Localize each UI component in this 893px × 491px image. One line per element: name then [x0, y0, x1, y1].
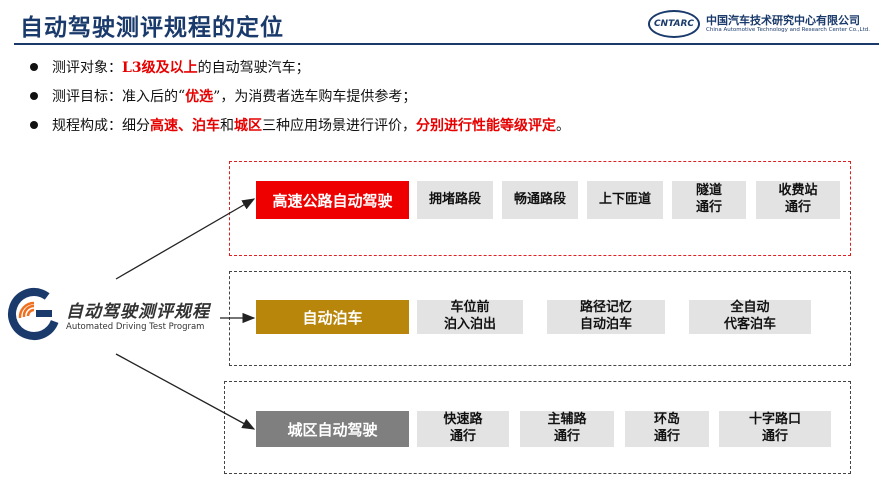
- item-highway-1: 畅通路段: [502, 181, 578, 219]
- item-highway-3: 隧道通行: [672, 181, 746, 219]
- category-urban: 城区自动驾驶: [256, 411, 409, 447]
- bullet-dot-icon: [30, 91, 38, 100]
- g-logo-icon: [8, 288, 60, 340]
- bullet-item: 测评对象：L3级及以上的自动驾驶汽车；: [30, 52, 570, 81]
- category-highway: 高速公路自动驾驶: [256, 181, 409, 219]
- bullet-list: 测评对象：L3级及以上的自动驾驶汽车； 测评目标：准入后的“优选”，为消费者选车…: [30, 52, 570, 139]
- item-urban-0: 快速路通行: [417, 411, 509, 447]
- bullet-item: 测评目标：准入后的“优选”，为消费者选车购车提供参考；: [30, 81, 570, 110]
- logo-name-en: China Automotive Technology and Research…: [706, 27, 870, 34]
- item-highway-4: 收费站通行: [756, 181, 840, 219]
- program-brand: 自动驾驶测评规程 Automated Driving Test Program: [6, 286, 210, 342]
- item-highway-2: 上下匝道: [587, 181, 663, 219]
- bullet-dot-icon: [30, 120, 38, 129]
- item-parking-1: 路径记忆自动泊车: [547, 300, 665, 334]
- category-parking: 自动泊车: [256, 300, 409, 334]
- item-urban-3: 十字路口通行: [719, 411, 831, 447]
- item-urban-1: 主辅路通行: [520, 411, 614, 447]
- item-parking-2: 全自动代客泊车: [689, 300, 811, 334]
- item-parking-0: 车位前泊入泊出: [417, 300, 523, 334]
- item-highway-0: 拥堵路段: [417, 181, 493, 219]
- cnarc-mark-icon: CNTARC: [648, 10, 700, 38]
- bullet-dot-icon: [30, 62, 38, 71]
- header-divider: [14, 43, 879, 45]
- item-urban-2: 环岛通行: [625, 411, 709, 447]
- brand-name-cn: 自动驾驶测评规程: [66, 301, 210, 322]
- brand-name-en: Automated Driving Test Program: [66, 321, 205, 332]
- logo-name-cn: 中国汽车技术研究中心有限公司: [706, 13, 860, 27]
- cnarc-logo: CNTARC 中国汽车技术研究中心有限公司 China Automotive T…: [648, 10, 870, 38]
- page-title: 自动驾驶测评规程的定位: [20, 15, 284, 41]
- bullet-item: 规程构成：细分高速、泊车和城区三种应用场景进行评价，分别进行性能等级评定。: [30, 110, 570, 139]
